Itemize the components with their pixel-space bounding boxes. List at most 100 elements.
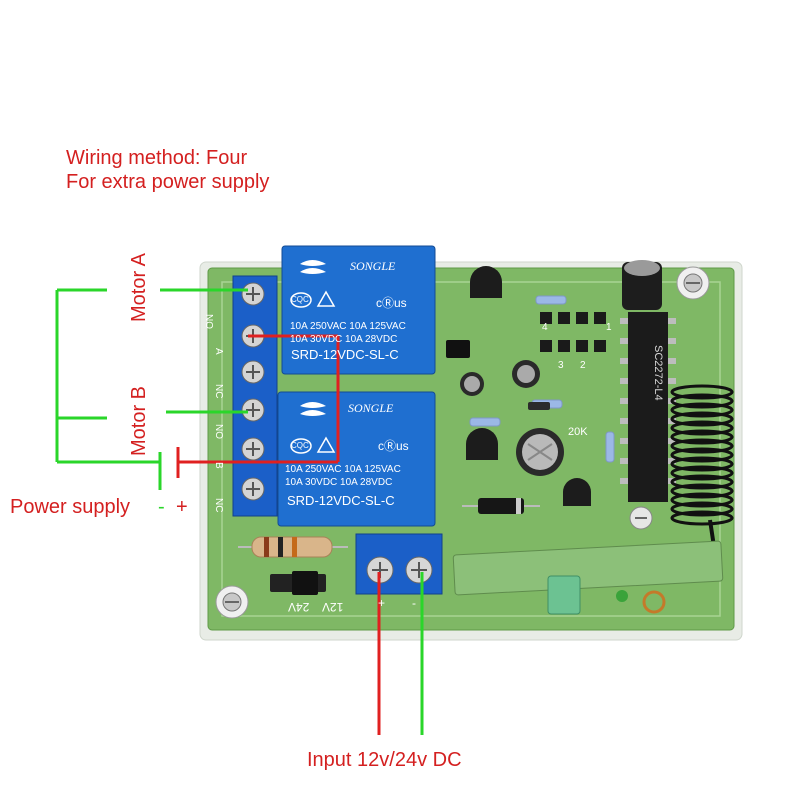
title-line-1: Wiring method: Four [66,147,248,169]
output-terminal-screw-1 [241,282,265,306]
antenna-coil-turn [670,402,734,418]
chip-pin [620,418,628,424]
input-terminal-screw-minus [405,556,433,584]
terminal-label-nc-a: NC [213,384,224,399]
relay-a-brand: SONGLE [350,259,396,273]
antenna-coil-turn [670,465,734,481]
jumper-label-12v: 12V [322,600,344,614]
relay-a-model: SRD-12VDC-SL-C [291,347,399,362]
jumper-label-24v: 24V [288,600,310,614]
antenna-coil-turn [670,501,734,517]
wiring [55,288,424,735]
chip-pin [620,458,628,464]
chip-pin [668,438,676,444]
antenna-coil-turn [670,411,734,427]
chip-pin [620,398,628,404]
antenna-coil-turn [670,429,734,445]
antenna-coil-turn [670,384,734,400]
rf-receiver-module [452,540,724,615]
chip-pin [668,378,676,384]
mounting-screw-center [629,506,653,530]
terminal-label-nc-b: NC [213,498,224,513]
pin-label-3: 3 [558,360,564,371]
relay-b-rating-2: 10A 30VDC 10A 28VDC [285,477,393,488]
resistor-label-20k: 20K [568,426,588,438]
title-line-2: For extra power supply [66,171,270,193]
relay-a-rating-2: 10A 30VDC 10A 28VDC [290,334,398,345]
antenna-coil-turn [670,447,734,463]
output-terminal-block [232,275,278,517]
chip-pin [620,318,628,324]
antenna-coil-turn [670,420,734,436]
output-terminal-screw-5 [241,437,265,461]
chip-pin [620,358,628,364]
header-pin [540,340,552,352]
capacitor-large [516,428,564,476]
relay-b-cert: CQC [291,441,309,450]
output-terminal-screw-6 [241,477,265,501]
antenna-coil-turn [670,438,734,454]
relay-a-ul: cⓇus [376,296,407,310]
mounting-screw-bottom-left [215,585,249,619]
label-power-plus: + [176,496,188,518]
header-pins [540,312,606,352]
terminal-label-no-a: NO [203,314,214,329]
antenna-coil-turn [670,483,734,499]
antenna-coil-turn [670,474,734,490]
label-motor-a: Motor A [128,253,150,322]
decoder-chip [620,312,676,502]
chip-pin [668,338,676,344]
relay-b-ul: cⓇus [378,439,409,453]
antenna-coil-turn [670,393,734,409]
terminal-label-no-b: NO [213,424,224,439]
terminal-label-a: A [213,348,224,355]
pin-label-1: 1 [606,322,612,333]
output-terminal-screw-3 [241,360,265,384]
relay-a-cert: CQC [291,295,309,304]
relay-b-model: SRD-12VDC-SL-C [287,493,395,508]
chip-pin [620,478,628,484]
header-pin [594,340,606,352]
terminal-label-b: B [213,462,224,469]
relay-a-rating-1: 10A 250VAC 10A 125VAC [290,321,406,332]
transistors [466,266,591,506]
header-pin [558,312,570,324]
resistor-large [238,536,348,558]
jumper-cap [446,340,470,358]
chip-label: SC2272-L4 [652,345,664,401]
header-pin [576,340,588,352]
relay-b-brand: SONGLE [348,401,394,415]
output-terminal-screw-4 [241,398,265,422]
chip-pin [620,378,628,384]
chip-pin [668,358,676,364]
label-power-supply: Power supply [10,496,131,518]
chip-pin [620,438,628,444]
input-label-plus: + [378,596,386,610]
chip-pin [620,338,628,344]
relay-b-rating-1: 10A 250VAC 10A 125VAC [285,464,401,475]
chip-pin [668,318,676,324]
antenna-coil-turn [670,510,734,526]
label-motor-b: Motor B [128,385,150,456]
diodes [462,402,550,514]
capacitor-top [622,260,662,310]
chip-pin [668,458,676,464]
header-pin [576,312,588,324]
mounting-screw-top-right [676,266,710,300]
label-power-minus: - [158,496,165,518]
header-pin [558,340,570,352]
label-input: Input 12v/24v DC [307,749,462,771]
input-label-minus: - [412,596,416,610]
header-pin [594,312,606,324]
relay-b [277,391,436,527]
header-pin [540,312,552,324]
antenna-coil-turn [670,492,734,508]
relay-a [281,245,436,375]
pin-label-2: 2 [580,360,586,371]
antenna-coil [670,384,734,526]
capacitor-small [460,360,540,396]
antenna-coil-turn [670,456,734,472]
pin-label-4: 4 [542,322,548,333]
